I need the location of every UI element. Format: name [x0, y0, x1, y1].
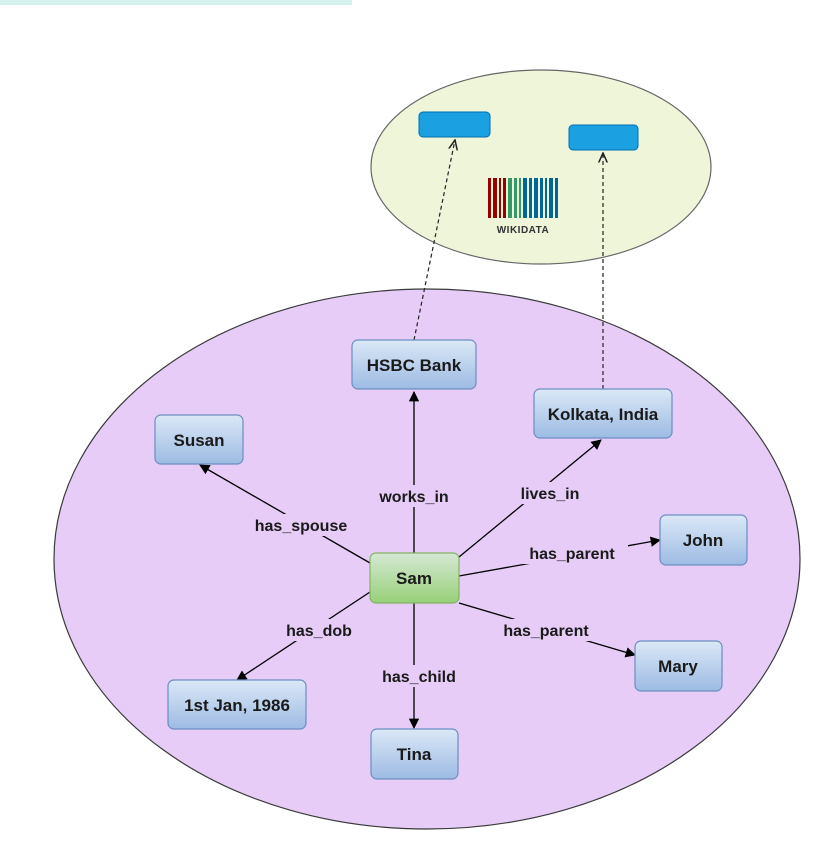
wikidata-entity-hsbc[interactable] [418, 111, 491, 138]
node-label-hsbc-bank: HSBC Bank [367, 356, 462, 375]
wikidata-barcode-bar [503, 178, 506, 218]
edge-label-lives-in: lives_in [521, 486, 580, 503]
wikidata-barcode-bar [555, 178, 558, 218]
edge-label-bg [489, 619, 603, 641]
node-label-dob: 1st Jan, 1986 [184, 696, 290, 715]
wikidata-barcode-bar [529, 178, 532, 218]
wikidata-barcode-bar [499, 178, 501, 218]
wikidata-barcode-bar [545, 178, 547, 218]
node-susan[interactable]: Susan [154, 414, 244, 465]
node-sam[interactable]: Sam [369, 552, 460, 604]
edge-label-has-child: has_child [382, 669, 456, 686]
node-box[interactable] [659, 514, 748, 566]
edge-label-has-spouse: has_spouse [255, 518, 348, 535]
node-box[interactable] [351, 339, 477, 390]
node-label-tina: Tina [397, 745, 432, 764]
wikidata-entity-kolkata[interactable] [568, 124, 639, 151]
node-box[interactable] [634, 640, 723, 692]
edge-labels: works_in lives_in has_spouse has_parent … [240, 482, 628, 687]
edge-label-works-in: works_in [378, 489, 448, 506]
node-label-kolkata-india: Kolkata, India [548, 405, 659, 424]
wikidata-barcode-bar [519, 178, 521, 218]
node-box[interactable] [533, 388, 673, 439]
edge-label-bg [516, 542, 628, 564]
node-box[interactable] [369, 552, 460, 604]
node-kolkata-india[interactable]: Kolkata, India [533, 388, 673, 439]
node-hsbc-bank[interactable]: HSBC Bank [351, 339, 477, 390]
node-label-sam: Sam [396, 569, 432, 588]
node-john[interactable]: John [659, 514, 748, 566]
edge-label-has-parent-mary: has_parent [503, 623, 589, 640]
edge-label-bg [370, 665, 469, 687]
edge-label-bg [512, 482, 588, 504]
link-hsbc-to-wikidata [413, 140, 455, 341]
node-label-mary: Mary [658, 657, 698, 676]
header-strip [0, 0, 352, 5]
node-box[interactable] [167, 679, 307, 730]
wikidata-barcode-bar [523, 178, 527, 218]
node-label-susan: Susan [173, 431, 224, 450]
node-dob[interactable]: 1st Jan, 1986 [167, 679, 307, 730]
edge-label-bg [275, 619, 363, 641]
node-box[interactable] [154, 414, 244, 465]
wikidata-barcode-bar [508, 178, 512, 218]
wikidata-barcode-bar [488, 178, 491, 218]
edge-label-bg [240, 514, 362, 536]
edge-label-has-parent-john: has_parent [529, 546, 615, 563]
wikidata-barcode-bar [534, 178, 538, 218]
node-mary[interactable]: Mary [634, 640, 723, 692]
node-box[interactable] [370, 728, 459, 780]
wikidata-barcode-bar [493, 178, 497, 218]
wikidata-logo-text: WIKIDATA [497, 225, 550, 236]
edge-label-has-dob: has_dob [286, 623, 352, 640]
wikidata-barcode-bar [540, 178, 543, 218]
node-tina[interactable]: Tina [370, 728, 459, 780]
wikidata-logo: WIKIDATA [488, 178, 558, 236]
edge-label-bg [368, 485, 461, 507]
node-label-john: John [683, 531, 724, 550]
wikidata-barcode-bar [514, 178, 517, 218]
wikidata-barcode-bar [549, 178, 553, 218]
